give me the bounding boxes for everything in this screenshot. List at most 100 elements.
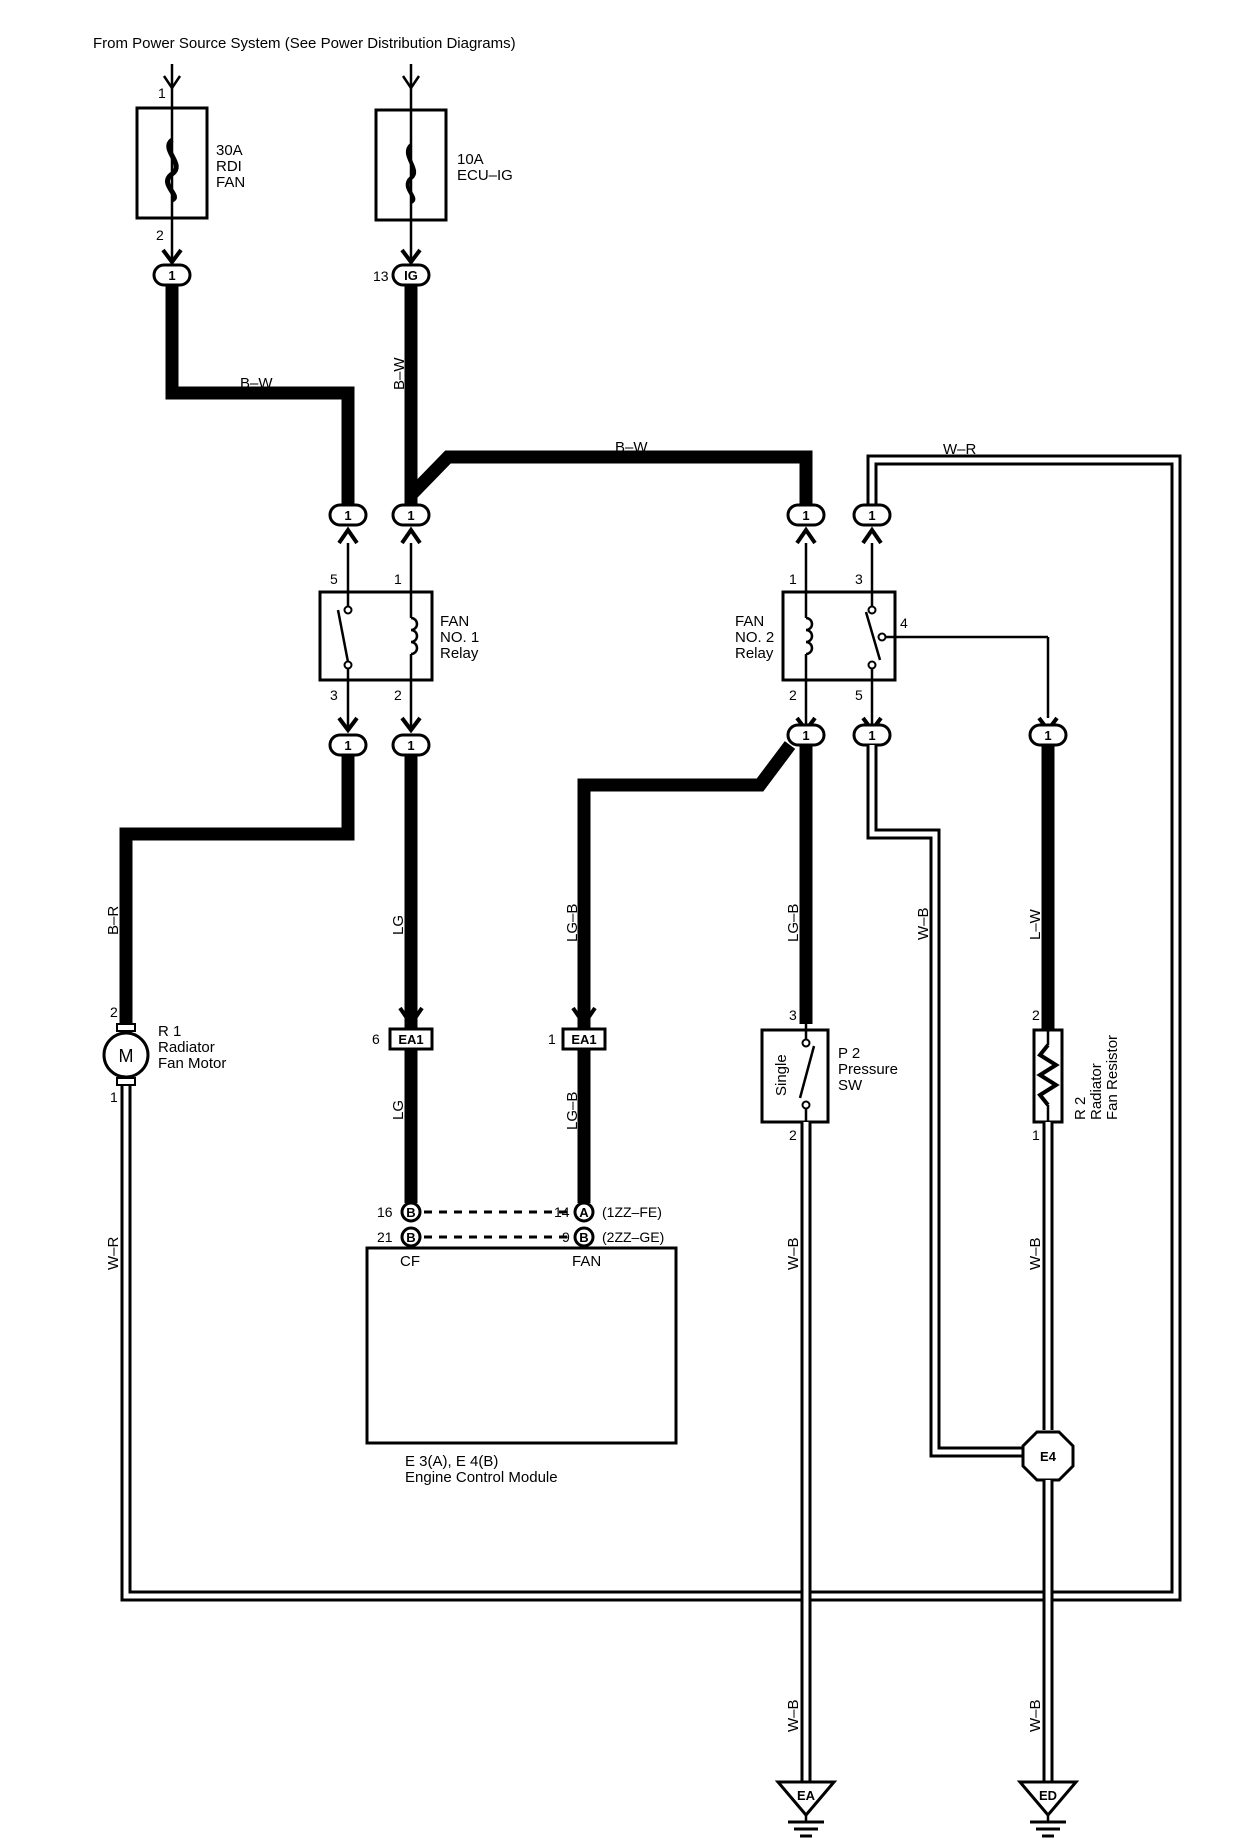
wire-label-bw-3: B–W (615, 439, 648, 456)
wire-label-lw: L–W (1027, 908, 1044, 940)
svg-text:5: 5 (855, 687, 863, 703)
svg-text:EA1: EA1 (571, 1032, 596, 1047)
svg-text:1: 1 (868, 508, 875, 523)
svg-text:1: 1 (407, 508, 414, 523)
engine-control-module: B B A B 16 21 14 9 (1ZZ–FE) (2ZZ–GE) CF … (365, 1201, 678, 1486)
svg-text:1: 1 (110, 1089, 118, 1105)
svg-text:1: 1 (394, 571, 402, 587)
svg-text:1: 1 (1044, 728, 1051, 743)
fuse2-line2: ECU–IG (457, 167, 513, 184)
svg-text:Radiator: Radiator (158, 1039, 215, 1056)
svg-text:R 1: R 1 (158, 1023, 181, 1040)
svg-text:3: 3 (855, 571, 863, 587)
wire-bw-fuse1 (165, 285, 355, 504)
svg-text:1: 1 (407, 738, 414, 753)
wire-label-bw-2: B–W (391, 357, 408, 390)
svg-text:IG: IG (404, 268, 418, 283)
wire-label-lgb-psw: LG–B (785, 904, 802, 942)
pressure-switch: 3 Single P 2 Pressure SW 2 (760, 1007, 898, 1143)
svg-text:1: 1 (1032, 1127, 1040, 1143)
fuse2-amp: 10A (457, 151, 484, 168)
svg-text:CF: CF (400, 1253, 420, 1270)
svg-text:Radiator: Radiator (1088, 1063, 1105, 1120)
fan-no2-relay: 1 3 4 FAN NO. 2 Relay 2 5 (735, 543, 1048, 730)
svg-text:1: 1 (789, 571, 797, 587)
connector-1-relay1-5: 1 (328, 503, 368, 545)
wire-wb-relay2-to-e4 (866, 745, 1032, 1458)
svg-text:NO. 2: NO. 2 (735, 629, 774, 646)
connector-1-top-left: 1 (152, 248, 192, 287)
wire-label-lgb-upper: LG–B (564, 904, 581, 942)
ground-ea: EA (774, 1780, 838, 1838)
svg-text:1: 1 (168, 268, 175, 283)
wire-label-wr-top: W–R (943, 441, 977, 458)
wire-label-wb-psw: W–B (785, 1237, 802, 1270)
wire-bw-to-relay2 (406, 450, 813, 504)
wire-label-wb-relay2: W–B (915, 907, 932, 940)
svg-text:A: A (579, 1205, 589, 1220)
connector-1-relay2-3: 1 (852, 503, 892, 545)
svg-text:ED: ED (1039, 1788, 1057, 1803)
svg-text:2: 2 (1032, 1007, 1040, 1023)
svg-text:EA1: EA1 (398, 1032, 423, 1047)
wire-label-lgb-lower: LG–B (564, 1092, 581, 1130)
svg-text:B: B (406, 1205, 415, 1220)
wire-label-lg-upper: LG (390, 915, 407, 935)
svg-text:2: 2 (789, 687, 797, 703)
svg-text:2: 2 (110, 1004, 118, 1020)
svg-text:6: 6 (372, 1031, 380, 1047)
svg-text:Fan Resistor: Fan Resistor (1104, 1035, 1121, 1120)
junction-e4: E4 (1021, 1430, 1075, 1482)
svg-text:Pressure: Pressure (838, 1061, 898, 1078)
fuse1-line2: RDI (216, 158, 242, 175)
connector-ea1-lg: EA1 6 (372, 1027, 434, 1051)
svg-text:16: 16 (377, 1204, 393, 1220)
svg-text:Fan Motor: Fan Motor (158, 1055, 226, 1072)
svg-text:E 3(A), E 4(B): E 3(A), E 4(B) (405, 1453, 498, 1470)
wire-label-lg-lower: LG (390, 1100, 407, 1120)
svg-text:14: 14 (554, 1204, 570, 1220)
svg-text:FAN: FAN (440, 613, 469, 630)
connector-1-resistor: 1 (1028, 716, 1068, 747)
fan-no1-relay: 5 1 FAN NO. 1 Relay 3 2 (318, 543, 479, 730)
svg-text:1: 1 (802, 728, 809, 743)
svg-text:Relay: Relay (440, 645, 479, 662)
svg-text:9: 9 (562, 1229, 570, 1245)
wire-label-wb-ed: W–B (1027, 1699, 1044, 1732)
motor-symbol: M (119, 1046, 134, 1066)
svg-text:E4: E4 (1040, 1449, 1057, 1464)
wire-label-bw-1: B–W (240, 375, 273, 392)
wire-label-wr-motor: W–R (105, 1237, 122, 1271)
svg-text:B: B (579, 1230, 588, 1245)
svg-text:4: 4 (900, 615, 908, 631)
connector-1-relay2-1: 1 (786, 503, 826, 545)
connector-1-relay1-1: 1 (391, 503, 431, 545)
svg-text:2: 2 (789, 1127, 797, 1143)
svg-text:(1ZZ–FE): (1ZZ–FE) (602, 1204, 662, 1220)
wire-label-br: B–R (105, 906, 122, 935)
svg-text:SW: SW (838, 1077, 863, 1094)
fuse1-line3: FAN (216, 174, 245, 191)
svg-text:1: 1 (344, 738, 351, 753)
pressure-sw-inner: Single (773, 1054, 790, 1096)
svg-text:1: 1 (548, 1031, 556, 1047)
fuse1-pin-in: 1 (158, 85, 166, 101)
svg-text:2: 2 (394, 687, 402, 703)
wire-lgb-upper (577, 741, 796, 1028)
fuse-10a-ecu-ig: 10A ECU–IG 13 (373, 64, 513, 284)
svg-text:1: 1 (344, 508, 351, 523)
radiator-fan-motor: 2 M 1 R 1 Radiator Fan Motor (102, 1004, 226, 1105)
svg-text:Engine Control Module: Engine Control Module (405, 1469, 558, 1486)
fuse-30a-rdi-fan: 1 30A RDI FAN 2 (135, 64, 245, 262)
fuse2-pin-out: 13 (373, 268, 389, 284)
svg-text:B: B (406, 1230, 415, 1245)
svg-text:P 2: P 2 (838, 1045, 860, 1062)
wire-label-wb-ea: W–B (785, 1699, 802, 1732)
svg-text:R 2: R 2 (1072, 1097, 1089, 1120)
svg-text:FAN: FAN (735, 613, 764, 630)
svg-text:Relay: Relay (735, 645, 774, 662)
svg-text:3: 3 (789, 1007, 797, 1023)
svg-text:1: 1 (868, 728, 875, 743)
fuse1-amp: 30A (216, 142, 243, 159)
header-text: From Power Source System (See Power Dist… (93, 35, 516, 52)
